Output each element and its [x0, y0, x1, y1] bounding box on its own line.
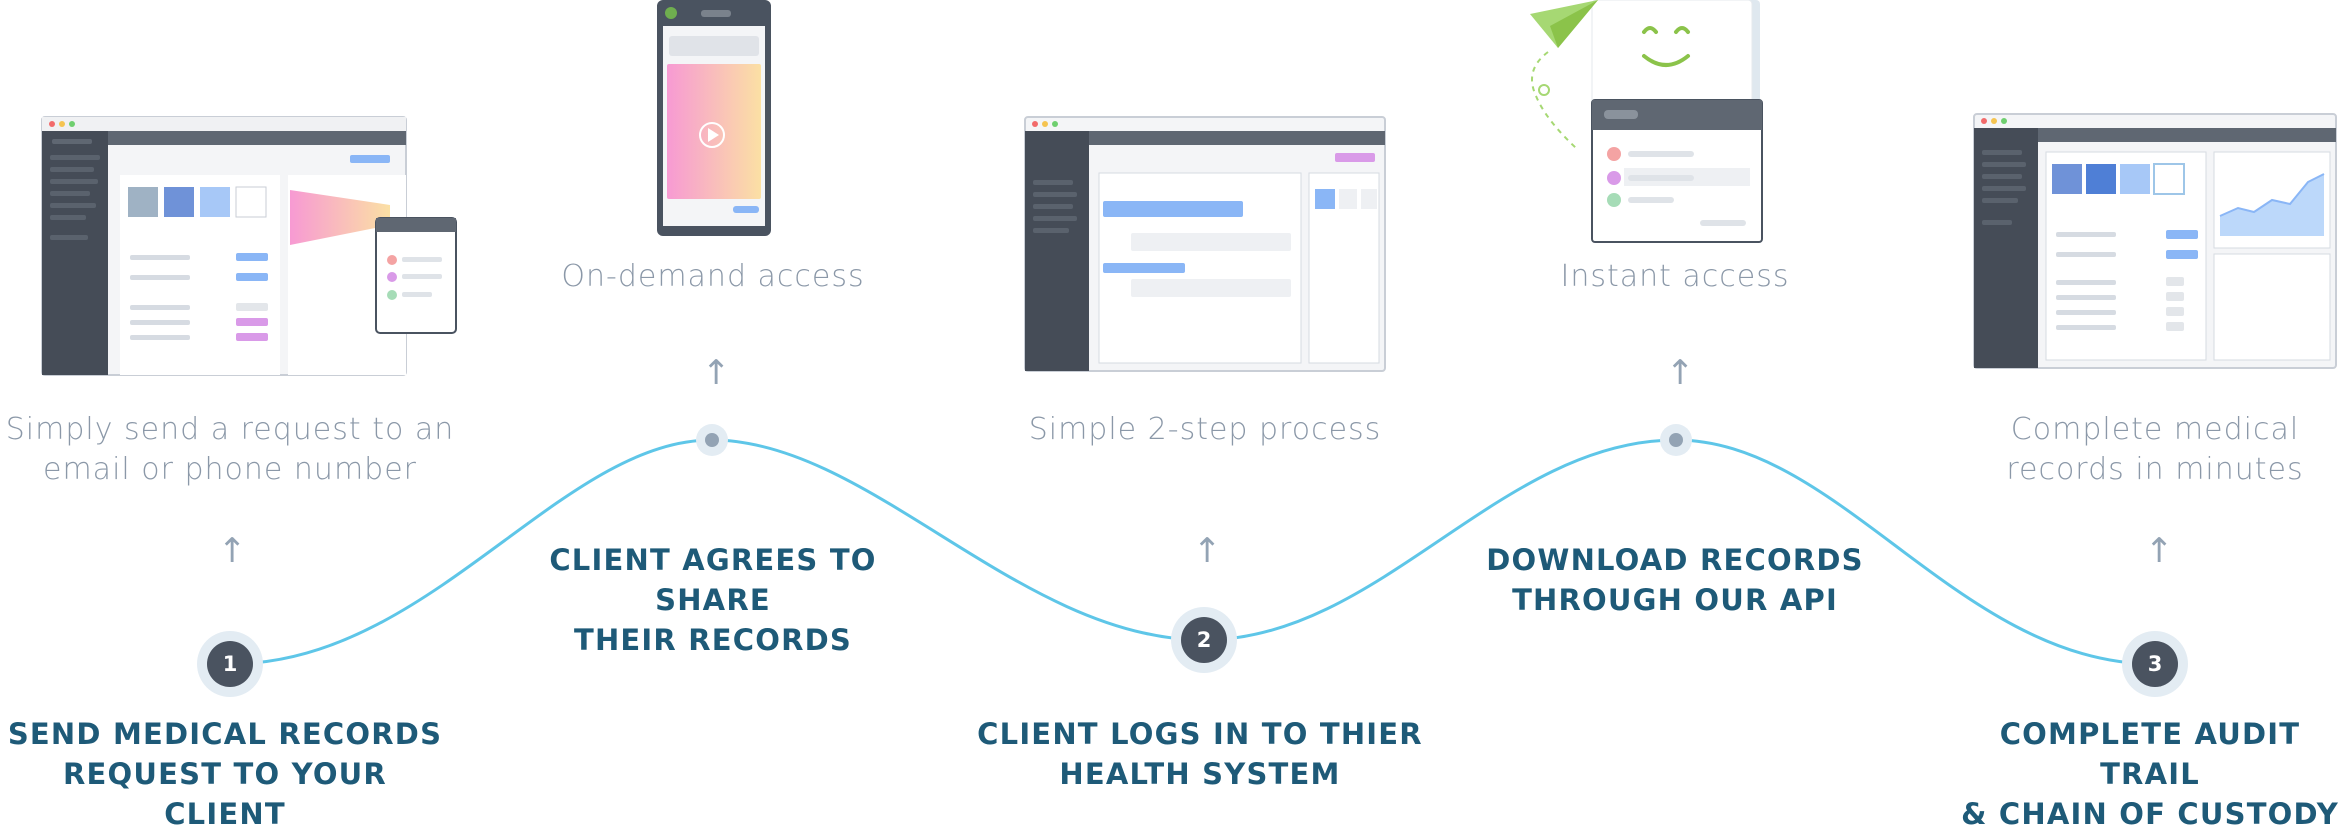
midpoint-dot-2-core [1669, 433, 1683, 447]
arrow-up-icon: ↑ [2145, 531, 2174, 571]
step-3-caption-line1: Complete medical [2010, 412, 2300, 447]
arrow-up-icon: ↑ [1666, 353, 1695, 393]
midpoint-2-title-line2: THROUGH OUR API [1512, 583, 1838, 617]
midpoint-1-title-line2: THEIR RECORDS [573, 623, 853, 657]
play-icon [699, 122, 725, 148]
step-1-caption-line2: email or phone number [43, 452, 417, 487]
illustration-send-request [41, 116, 457, 376]
midpoint-dot-1-core [705, 433, 719, 447]
smile-icon [1642, 26, 1690, 67]
illustration-two-step [1024, 116, 1386, 372]
step-2-badge: 2 [1181, 617, 1227, 663]
step-3-caption-line2: records in minutes [2006, 452, 2304, 487]
step-1-caption: Simply send a request to an email or pho… [0, 410, 460, 490]
paper-plane-icon [1530, 0, 1598, 48]
step-3-title: COMPLETE AUDIT TRAIL & CHAIN OF CUSTODY [1950, 714, 2350, 834]
illustration-instant-access [1530, 0, 1763, 243]
illustration-on-demand [657, 0, 771, 236]
step-2-title: CLIENT LOGS IN TO THIER HEALTH SYSTEM [975, 714, 1425, 794]
step-1-title: SEND MEDICAL RECORDS REQUEST TO YOUR CLI… [0, 714, 450, 834]
step-2-title-line2: HEALTH SYSTEM [1059, 757, 1341, 791]
arrow-up-icon: ↑ [1193, 531, 1222, 571]
step-2-caption-line1: Simple 2-step process [1028, 412, 1382, 447]
step-2-caption: Simple 2-step process [975, 410, 1435, 450]
illustration-complete-records [1973, 113, 2337, 369]
step-1-title-line2: REQUEST TO YOUR CLIENT [63, 757, 387, 831]
step-1-title-line1: SEND MEDICAL RECORDS [7, 717, 443, 751]
step-1-caption-line1: Simply send a request to an [5, 412, 455, 447]
step-2-title-line1: CLIENT LOGS IN TO THIER [977, 717, 1423, 751]
step-1-badge: 1 [207, 641, 253, 687]
midpoint-2-title-line1: DOWNLOAD RECORDS [1486, 543, 1864, 577]
step-3-badge: 3 [2132, 641, 2178, 687]
midpoint-2-title: DOWNLOAD RECORDS THROUGH OUR API [1450, 540, 1900, 620]
midpoint-2-caption: Instant access [1560, 259, 1790, 294]
midpoint-1-caption: On-demand access [561, 259, 865, 294]
step-3-title-line2: & CHAIN OF CUSTODY [1961, 797, 2339, 831]
step-3-caption: Complete medical records in minutes [1930, 410, 2350, 490]
arrow-up-icon: ↑ [218, 531, 247, 571]
arrow-up-icon: ↑ [702, 353, 731, 393]
midpoint-1-title: CLIENT AGREES TO SHARE THEIR RECORDS [488, 540, 938, 660]
midpoint-1-title-line1: CLIENT AGREES TO SHARE [549, 543, 877, 617]
step-3-title-line1: COMPLETE AUDIT TRAIL [1999, 717, 2301, 791]
